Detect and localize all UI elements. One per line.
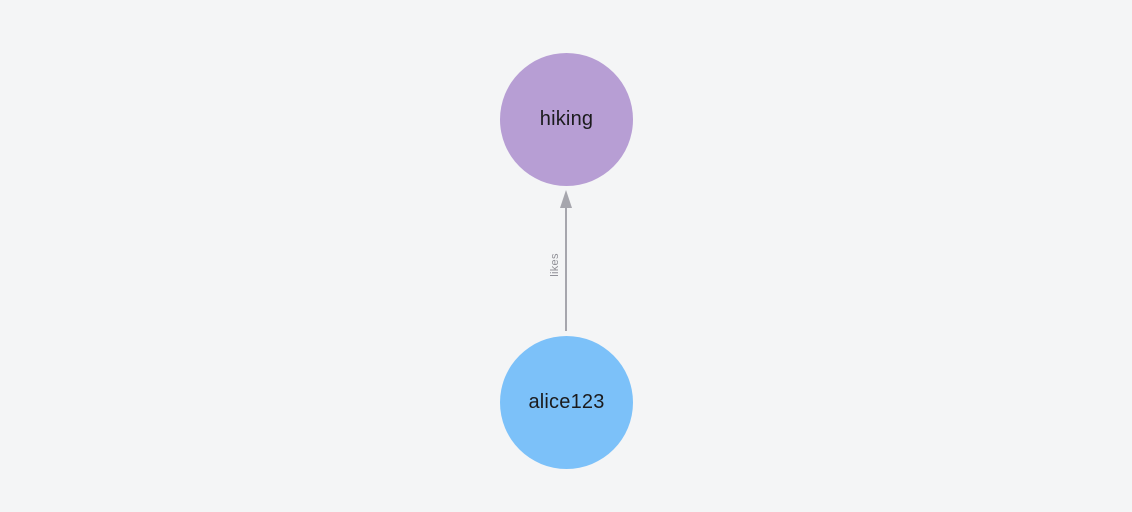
arrowhead-icon <box>560 190 572 208</box>
node-label: hiking <box>539 108 594 130</box>
node-hiking[interactable]: hiking <box>500 53 633 186</box>
edge-line[interactable] <box>565 205 567 331</box>
node-label: alice123 <box>528 391 605 413</box>
edge-label: likes <box>549 253 561 277</box>
node-alice123[interactable]: alice123 <box>500 336 633 469</box>
